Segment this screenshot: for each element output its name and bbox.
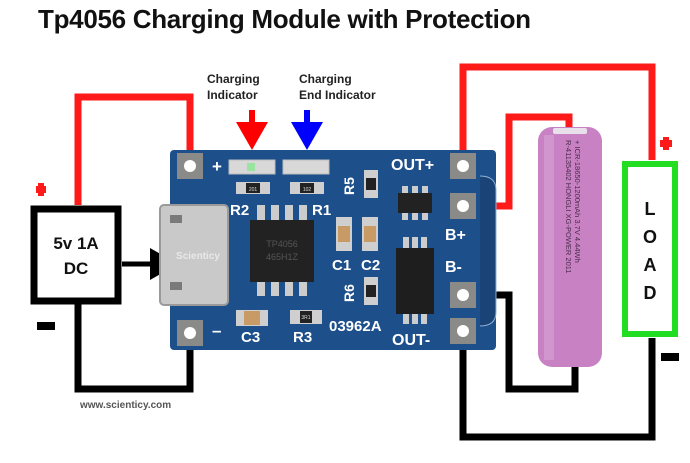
power-source-box (30, 205, 122, 305)
end-arrow-shaft (304, 110, 310, 124)
usb-slot-bottom (170, 282, 182, 290)
label-b-minus: B- (445, 259, 462, 276)
power-source-type: DC (64, 259, 89, 278)
pcb-notch (479, 175, 497, 327)
label-r2: R2 (230, 202, 249, 219)
protection-ic (396, 237, 434, 324)
pcb-label-in-minus: – (212, 321, 221, 340)
charging-indicator-label-1: Charging (207, 72, 260, 86)
led-charging-lens (247, 163, 255, 171)
resistor-r6-body (366, 285, 376, 297)
charging-arrow-shaft (249, 110, 255, 124)
label-r1: R1 (312, 202, 331, 219)
resistor-r1-code: 102 (303, 187, 312, 193)
label-b-plus: B+ (445, 227, 466, 244)
pad-in-minus (177, 320, 203, 346)
label-out-minus: OUT- (392, 332, 430, 349)
charging-end-arrow-icon (291, 122, 323, 150)
charging-indicator-arrow-icon (236, 122, 268, 150)
power-source-rating: 5v 1A (53, 234, 98, 253)
resistor-r1-body (300, 183, 314, 193)
label-c2: C2 (361, 257, 380, 274)
wire-source-negative (74, 298, 194, 393)
battery-18650 (538, 127, 602, 367)
pad-out-plus (450, 153, 476, 179)
board-code: 03962A (329, 318, 382, 335)
load-box (622, 161, 678, 337)
charging-indicator-label-2: Indicator (207, 88, 258, 102)
load-letter-l: L (645, 199, 656, 219)
wire-source-positive (74, 93, 194, 205)
label-r6: R6 (341, 284, 357, 302)
load-letter-o: O (643, 227, 657, 247)
chip-marking-1: TP4056 (266, 239, 298, 249)
pad-b-plus (450, 193, 476, 219)
label-r3: R3 (293, 329, 312, 346)
load-plus-mark-v (663, 137, 669, 150)
usb-watermark: Scienticy (176, 251, 220, 262)
load-letter-a: A (644, 255, 657, 275)
resistor-r3-code: 3R1 (301, 315, 310, 321)
source-plus-mark-v (38, 183, 44, 196)
load-minus-mark (661, 353, 679, 361)
pad-in-plus (177, 153, 203, 179)
pad-b-minus (450, 282, 476, 308)
wire-out-negative (459, 331, 656, 441)
resistor-r5-body (366, 178, 376, 190)
label-c1: C1 (332, 257, 351, 274)
led-charging-end (282, 159, 330, 175)
charging-end-label-1: Charging (299, 72, 352, 86)
battery-label-1: + ICR-18650-1200mAh 3.7V 4.44Wh (573, 140, 582, 263)
source-minus-mark (37, 322, 55, 330)
pcb-label-in-plus: + (212, 157, 222, 176)
tp4056-chip (250, 205, 314, 296)
micro-usb-port (159, 204, 229, 306)
battery-label-2: R-41135402 HONGLI XG-POWER 2011 (564, 140, 573, 274)
pad-out-minus (450, 318, 476, 344)
label-c3: C3 (241, 329, 260, 346)
capacitor-c1-body (338, 226, 350, 242)
chip-marking-2: 465H1Z (266, 252, 299, 262)
resistor-r3-body (300, 311, 312, 323)
capacitor-c3-body (244, 311, 260, 325)
label-r5: R5 (341, 177, 357, 195)
dual-mosfet-ic (398, 186, 432, 220)
diagram-title: Tp4056 Charging Module with Protection (38, 4, 531, 34)
charging-end-label-2: End Indicator (299, 88, 376, 102)
label-out-plus: OUT+ (391, 157, 434, 174)
capacitor-c2-body (364, 226, 376, 242)
resistor-r2-code: 201 (249, 187, 258, 193)
load-letter-d: D (644, 283, 657, 303)
usb-slot-top (170, 215, 182, 223)
resistor-r2-body (246, 183, 260, 193)
wire-out-positive (459, 63, 656, 160)
website-watermark: www.scienticy.com (80, 400, 172, 411)
